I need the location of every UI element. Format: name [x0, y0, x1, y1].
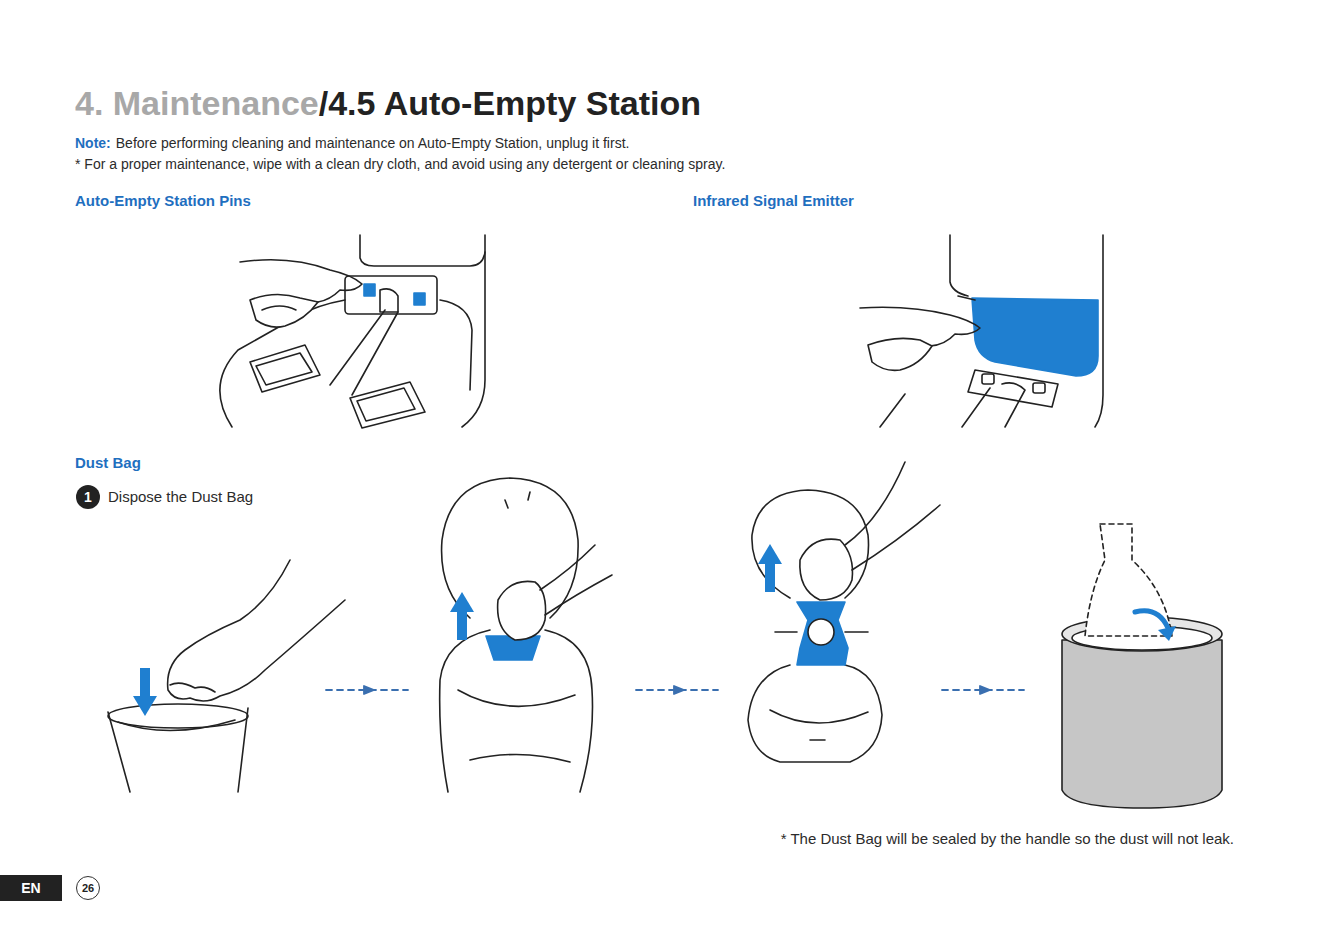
section-label: Infrared Signal Emitter: [693, 192, 854, 209]
footnote: * The Dust Bag will be sealed by the han…: [781, 830, 1234, 847]
step-arrows: [326, 686, 1024, 694]
dust-bag-step-b: [440, 478, 612, 792]
station-pins-figure: [220, 235, 485, 428]
language-tab: EN: [0, 875, 62, 901]
callout-number: 1: [76, 485, 100, 509]
section-label: Auto-Empty Station Pins: [75, 192, 251, 209]
note-text: Before performing cleaning and maintenan…: [116, 135, 630, 151]
dust-bag-step-d: [1062, 524, 1222, 808]
infrared-emitter-figure: [860, 235, 1103, 427]
note-label: Note:: [75, 135, 111, 151]
dust-bag-step-c: [748, 462, 940, 762]
step-text: Dispose the Dust Bag: [108, 488, 253, 505]
dust-bag-step-a: [108, 560, 345, 792]
subsection-heading: /4.5 Auto-Empty Station: [319, 84, 701, 123]
page-number: 26: [76, 876, 100, 900]
maintenance-note: * For a proper maintenance, wipe with a …: [75, 156, 725, 172]
section-heading: 4. Maintenance: [75, 84, 319, 123]
section-label: Dust Bag: [75, 454, 141, 471]
